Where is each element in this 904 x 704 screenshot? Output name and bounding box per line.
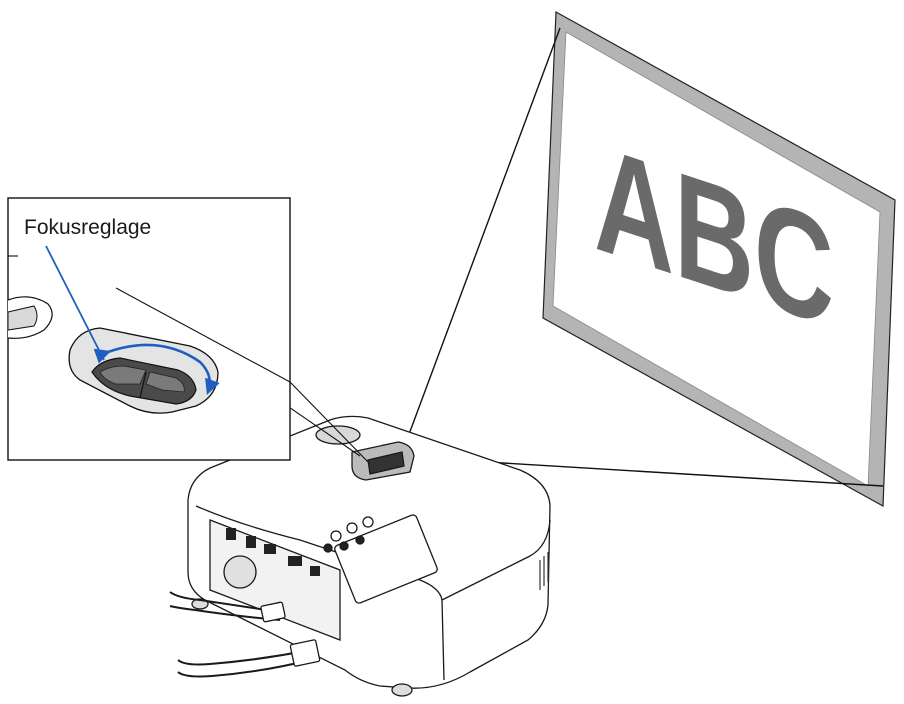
projector-top-edge bbox=[195, 505, 445, 681]
projector-foot bbox=[391, 683, 413, 697]
control-button bbox=[339, 541, 349, 551]
screen-surface bbox=[552, 31, 881, 487]
power-cable bbox=[177, 659, 311, 678]
focus-ring-small bbox=[367, 451, 405, 475]
cable bbox=[169, 591, 281, 613]
lens-recess bbox=[315, 425, 361, 445]
power-cable bbox=[177, 649, 311, 666]
callout-surface-edge bbox=[115, 287, 291, 383]
beam-line-top bbox=[404, 27, 561, 446]
control-button bbox=[346, 522, 358, 534]
power-plug bbox=[289, 639, 321, 667]
speaker-grille bbox=[223, 555, 257, 589]
side-vents bbox=[539, 552, 549, 590]
projector-right-edge bbox=[441, 519, 551, 601]
callout-lens-inner bbox=[7, 305, 38, 331]
connector-port bbox=[310, 566, 320, 576]
control-button bbox=[330, 530, 342, 542]
cable bbox=[169, 605, 281, 621]
focus-control-label: Fokusreglage bbox=[24, 216, 151, 239]
label-pointer-line bbox=[45, 245, 105, 361]
connector-port bbox=[288, 556, 302, 566]
focus-callout: Fokusreglage bbox=[7, 197, 291, 461]
connector-port bbox=[226, 528, 236, 540]
projection-screen: ABC bbox=[542, 11, 896, 507]
rotation-arrow bbox=[93, 343, 220, 395]
control-button bbox=[323, 543, 333, 553]
connector-panel bbox=[209, 519, 341, 641]
control-button bbox=[362, 516, 374, 528]
cable-plug bbox=[260, 601, 286, 623]
control-button bbox=[355, 535, 365, 545]
connector-port bbox=[264, 544, 276, 554]
callout-box bbox=[7, 197, 291, 461]
projector bbox=[169, 415, 551, 697]
callout-leader-right bbox=[289, 381, 369, 463]
connector-port bbox=[246, 536, 256, 548]
